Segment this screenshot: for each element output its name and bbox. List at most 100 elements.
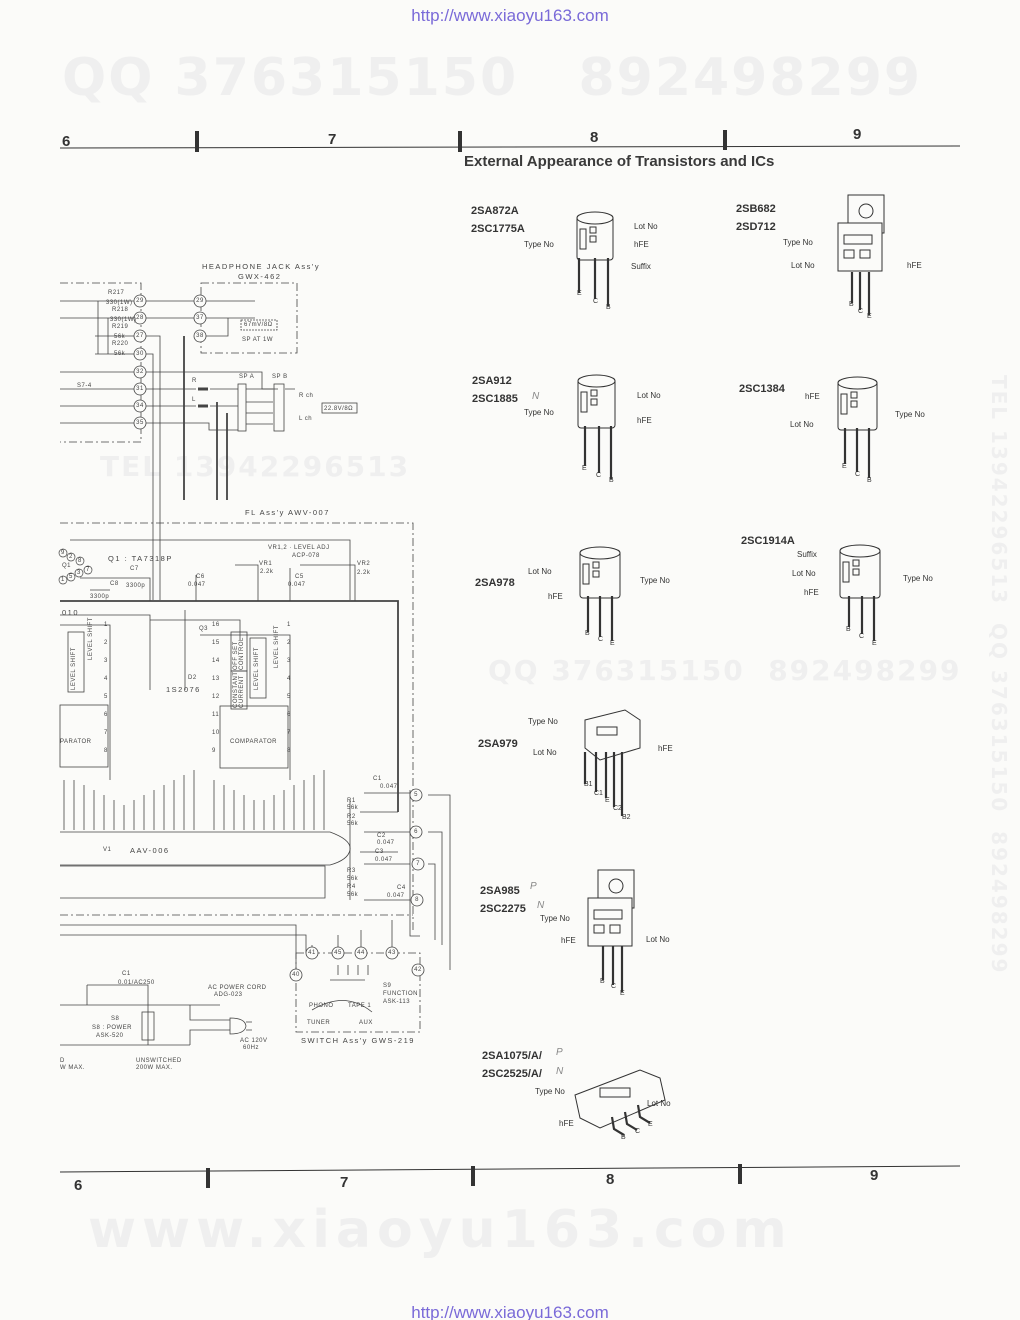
- schematic-label: ACP-078: [292, 553, 320, 559]
- marking-box: [852, 568, 860, 576]
- part-number: 2SD712: [736, 221, 776, 233]
- schematic-label: C5: [295, 574, 304, 580]
- schematic-label: L ch: [299, 416, 313, 422]
- ic-pin-number: 10: [212, 730, 220, 736]
- section-title: External Appearance of Transistors and I…: [464, 153, 775, 170]
- connector-number: 29: [136, 298, 144, 304]
- schematic-label: D2: [188, 675, 197, 681]
- ic-pin-number: 6: [104, 712, 108, 718]
- schematic-label: OFF SET CONTROL: [233, 637, 245, 670]
- callout-label: Lot No: [634, 222, 658, 231]
- q1-pin-circle: [66, 552, 76, 562]
- ic-pin-number: 8: [287, 748, 291, 754]
- schematic-label: PARATOR: [60, 739, 92, 745]
- schematic-label: S8: [111, 1016, 120, 1022]
- schematic-label: L: [192, 397, 196, 403]
- callout-label: hFE: [907, 261, 922, 270]
- schematic-label: 200W MAX.: [136, 1065, 173, 1071]
- schematic-label: C3: [375, 849, 384, 855]
- header-url-link[interactable]: http://www.xiaoyu163.com: [411, 6, 609, 25]
- type-mark: N: [537, 900, 545, 911]
- schematic-label: R1: [347, 798, 356, 804]
- part-number: 2SB682: [736, 203, 776, 215]
- type-mark: N: [556, 1066, 564, 1077]
- to92-top: [839, 544, 881, 558]
- connector-circle: [193, 329, 207, 343]
- connector-circle: [385, 946, 399, 960]
- part-number: 2SA1075/A/: [482, 1050, 542, 1062]
- part-number: 2SA979: [478, 738, 518, 750]
- schematic-label: COMPARATOR: [230, 739, 278, 745]
- marking-box: [599, 1087, 631, 1098]
- marking-box: [590, 398, 598, 406]
- callout-label: Lot No: [637, 391, 661, 400]
- ic-pin-number: 11: [212, 712, 220, 718]
- part-number: 2SA985: [480, 885, 520, 897]
- callout-label: hFE: [634, 240, 649, 249]
- ic-pin-number: 12: [212, 694, 220, 700]
- marking-box: [593, 924, 605, 934]
- schematic-label: FL Ass'y AWV-007: [245, 508, 330, 517]
- ic-pin-number: 9: [212, 748, 216, 754]
- part-number: 2SA978: [475, 577, 515, 589]
- schematic-label: 2.2k: [357, 570, 371, 576]
- column-number: 6: [74, 1177, 83, 1194]
- connector-number: 40: [292, 972, 300, 978]
- ic-pin-number: 4: [104, 676, 108, 682]
- schematic-label: S9: [383, 983, 392, 989]
- q1-pin-circle: [66, 572, 76, 582]
- rulers: [59, 130, 961, 1188]
- schematic-label: 56k: [347, 892, 359, 898]
- to92-top: [837, 376, 878, 390]
- pin-label: C: [596, 472, 602, 479]
- schematic-label: TAPE 1: [348, 1003, 372, 1009]
- pin-label: C: [598, 636, 604, 643]
- wires-upper: [60, 300, 358, 600]
- part-number: 2SA912: [472, 375, 512, 387]
- marking-box: [596, 726, 618, 736]
- connector-circle: [133, 311, 147, 325]
- schematic-label: 3300p: [90, 594, 110, 600]
- callout-label: Lot No: [528, 567, 552, 576]
- marking-box: [593, 909, 623, 920]
- schematic-label: SWITCH Ass'y GWS-219: [301, 1036, 415, 1045]
- footer-url-link[interactable]: http://www.xiaoyu163.com: [411, 1303, 609, 1320]
- schematic-label: LEVEL SHIFT: [88, 617, 94, 660]
- schematic-label: C7: [130, 566, 139, 572]
- ic-pin-number: 5: [287, 694, 291, 700]
- pin-label: E: [648, 1121, 653, 1128]
- schematic-label: 3300p: [126, 583, 146, 589]
- pin-label: C: [855, 471, 861, 478]
- schematic-label: R: [192, 378, 197, 384]
- schematic-label: AUX: [359, 1020, 373, 1026]
- pin-label: B: [849, 301, 854, 308]
- type-mark: N: [532, 391, 540, 402]
- connector-number: 38: [196, 333, 204, 339]
- pin-label: C: [611, 983, 617, 990]
- schematic-label: 330(1W): [110, 317, 137, 323]
- schematic-label: Q1 : TA7318P: [108, 554, 173, 563]
- callout-label: Lot No: [533, 748, 557, 757]
- connector-circle: [305, 946, 319, 960]
- schematic-label: VR1: [259, 561, 273, 567]
- transistor-lead: [636, 1104, 651, 1124]
- callout-label: Type No: [524, 408, 554, 417]
- schematic-label: Q3: [199, 626, 209, 632]
- column-number: 7: [328, 131, 337, 148]
- callout-label: hFE: [804, 588, 819, 597]
- schematic-label: TUNER: [307, 1020, 331, 1026]
- part-number: 2SC2525/A/: [482, 1068, 542, 1080]
- q1-pin-number: 5: [69, 574, 73, 580]
- schematic-label: 010: [62, 608, 80, 617]
- connector-circle: [133, 329, 147, 343]
- column-number: 9: [853, 126, 862, 143]
- pin-label: E: [582, 465, 587, 472]
- schematic-label: S7-4: [77, 383, 92, 389]
- column-number: 8: [606, 1171, 615, 1188]
- ic-pin-number: 2: [104, 640, 108, 646]
- watermark-top: QQ 376315150 892498299: [62, 48, 923, 108]
- transistor-lead: [610, 1116, 625, 1136]
- pin-label: B2: [622, 814, 631, 821]
- schematic-label: Q1: [62, 563, 72, 569]
